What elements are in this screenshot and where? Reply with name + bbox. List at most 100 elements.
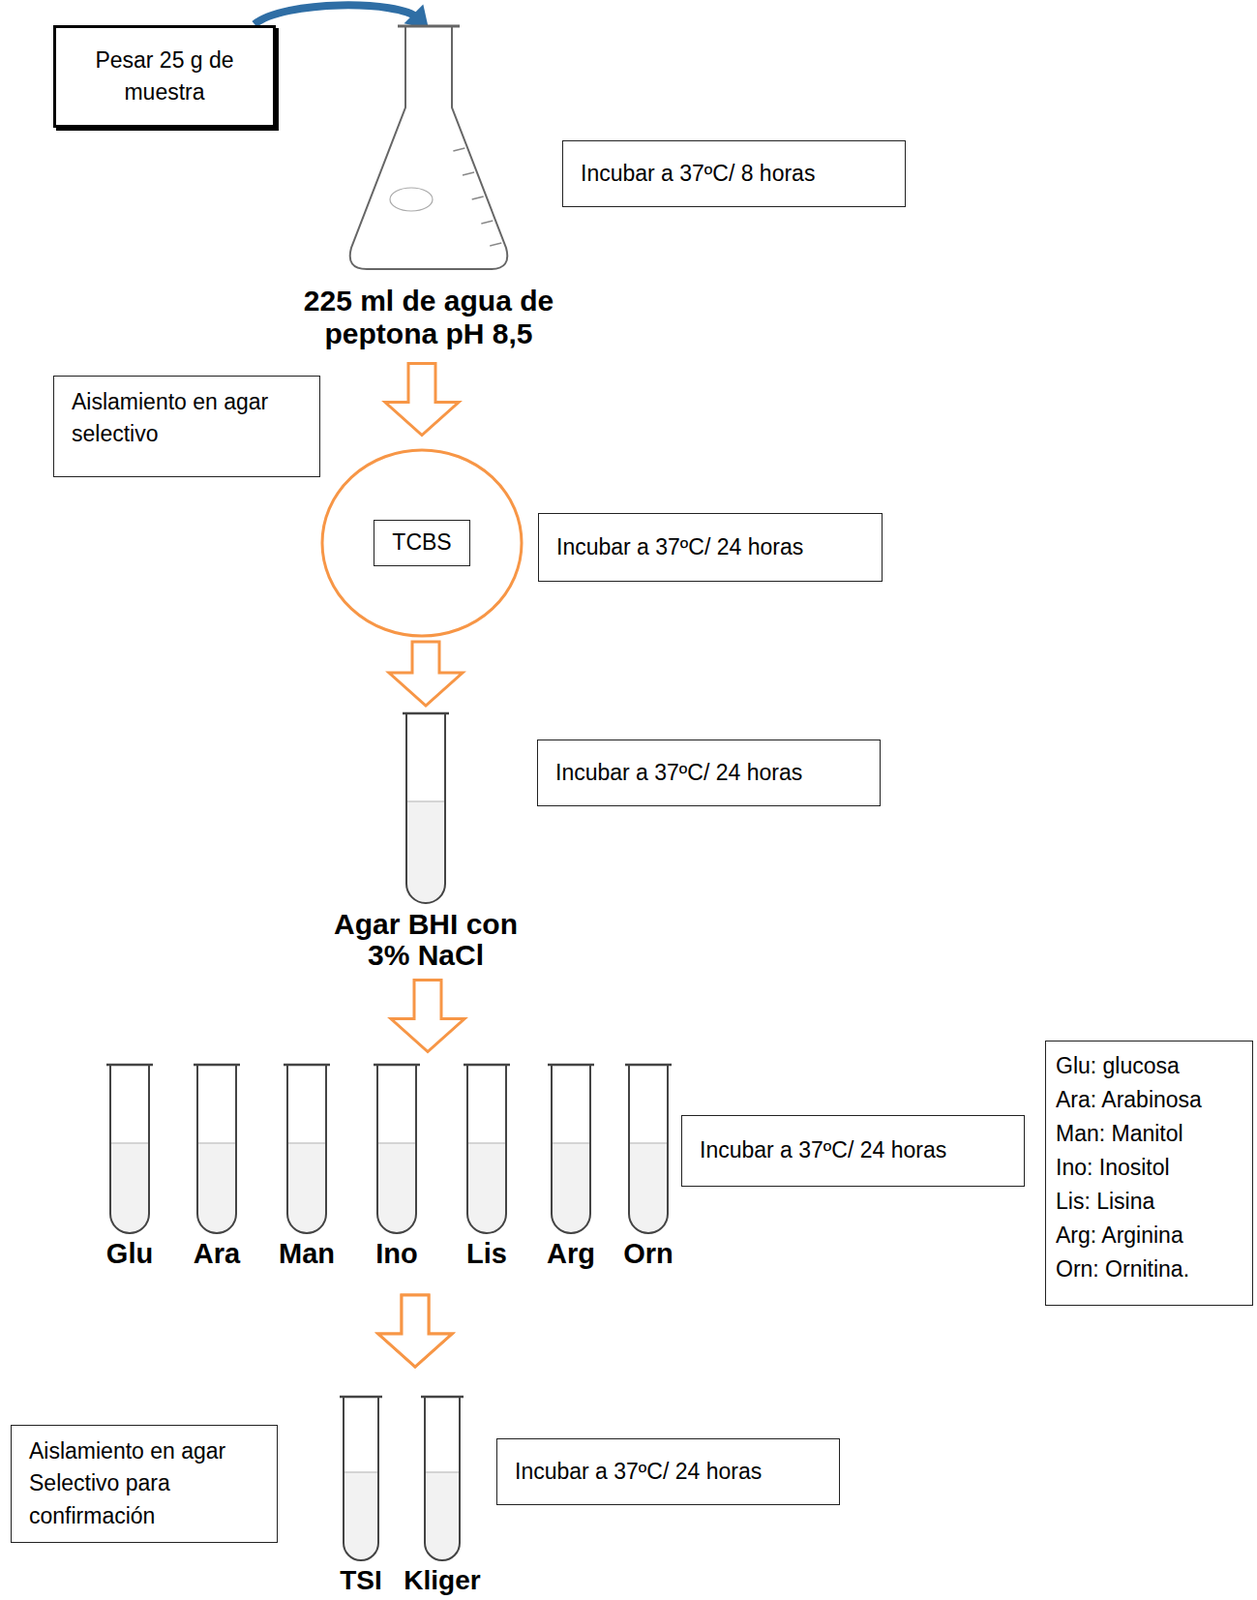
test-tube bbox=[282, 1060, 331, 1235]
test-tube bbox=[419, 1392, 465, 1562]
medium-name: TCBS bbox=[373, 519, 470, 567]
tube-outline bbox=[343, 1397, 379, 1560]
tube-label: Agar BHI con 3% NaCl bbox=[314, 908, 538, 971]
connector bbox=[378, 1294, 452, 1367]
medium-level bbox=[424, 1470, 460, 1473]
step-label: Pesar 25 g de muestra bbox=[91, 44, 238, 110]
tube-outline bbox=[551, 1065, 591, 1233]
medium-label: 225 ml de agua de peptona pH 8,5 bbox=[273, 284, 584, 351]
tube-label: Ino bbox=[358, 1238, 436, 1269]
step-box: Aislamiento en agar selectivo bbox=[53, 375, 321, 478]
tube-medium bbox=[287, 1142, 327, 1233]
flask-outline bbox=[350, 27, 509, 270]
tube-rim bbox=[339, 1395, 383, 1399]
graduation-mark bbox=[489, 242, 502, 246]
tube-outline bbox=[377, 1065, 417, 1233]
connector bbox=[378, 1294, 452, 1367]
key-entry: Ino: Inositol bbox=[1055, 1150, 1243, 1185]
tube-medium bbox=[377, 1142, 417, 1233]
medium-level bbox=[377, 1141, 417, 1144]
incubation-box: Incubar a 37ºC/ 24 horas bbox=[681, 1114, 1025, 1187]
block-arrow bbox=[378, 1294, 452, 1367]
tube-outline bbox=[197, 1065, 237, 1233]
erlenmeyer-flask bbox=[341, 15, 516, 277]
incubation-note: Incubar a 37ºC/ 24 horas bbox=[699, 1136, 947, 1166]
tube-node: Agar BHI con 3% NaCl bbox=[309, 709, 542, 971]
test-tube bbox=[338, 1392, 384, 1562]
tube-node: Orn bbox=[609, 1060, 688, 1269]
step-label: Aislamiento en agar Selectivo para confi… bbox=[29, 1435, 260, 1532]
tube-node: Lis bbox=[448, 1060, 526, 1269]
incubation-note: Incubar a 37ºC/ 8 horas bbox=[580, 159, 815, 189]
incubation-box: Incubar a 37ºC/ 24 horas bbox=[537, 739, 881, 807]
test-tube bbox=[624, 1060, 673, 1235]
incubation-note: Incubar a 37ºC/ 24 horas bbox=[556, 533, 804, 563]
incubation-box: Incubar a 37ºC/ 24 horas bbox=[496, 1437, 840, 1505]
incubation-box: Incubar a 37ºC/ 8 horas bbox=[562, 140, 906, 208]
connector bbox=[389, 641, 463, 706]
tube-label: Glu bbox=[90, 1238, 169, 1269]
abbreviation-key: Glu: glucosaAra: ArabinosaMan: ManitolIn… bbox=[1045, 1040, 1254, 1306]
tube-outline bbox=[628, 1065, 668, 1233]
tube-label: Man bbox=[268, 1238, 346, 1269]
flask-label-area bbox=[389, 187, 433, 211]
tube-medium bbox=[110, 1142, 150, 1233]
tube-rim bbox=[420, 1395, 464, 1399]
step-box: Pesar 25 g de muestra bbox=[53, 25, 276, 128]
tube-medium bbox=[197, 1142, 237, 1233]
medium-level bbox=[628, 1141, 668, 1144]
graduation-mark bbox=[480, 220, 493, 224]
medium-level bbox=[343, 1470, 379, 1473]
flask-rim bbox=[397, 25, 460, 29]
test-tube bbox=[546, 1060, 596, 1235]
tube-medium bbox=[406, 801, 446, 903]
graduation-mark bbox=[452, 148, 465, 151]
key-entry: Man: Manitol bbox=[1055, 1116, 1243, 1151]
test-tube bbox=[192, 1060, 241, 1235]
tube-rim bbox=[463, 1063, 510, 1067]
connector bbox=[390, 980, 465, 1052]
tube-node: Ino bbox=[358, 1060, 436, 1269]
step-box: Aislamiento en agar Selectivo para confi… bbox=[10, 1424, 278, 1543]
tube-node: Ara bbox=[178, 1060, 256, 1269]
tube-medium bbox=[424, 1471, 460, 1560]
tube-rim bbox=[547, 1063, 595, 1067]
block-arrow bbox=[385, 363, 459, 436]
test-tube bbox=[462, 1060, 511, 1235]
tube-outline bbox=[110, 1065, 150, 1233]
step-label: Aislamiento en agar selectivo bbox=[71, 386, 302, 451]
medium-level bbox=[110, 1141, 150, 1144]
tube-medium bbox=[628, 1142, 668, 1233]
test-tube bbox=[401, 709, 450, 905]
incubation-note: Incubar a 37ºC/ 24 horas bbox=[514, 1457, 762, 1487]
tube-node: Kliger bbox=[398, 1392, 486, 1595]
key-entry: Lis: Lisina bbox=[1055, 1184, 1243, 1219]
test-tube bbox=[105, 1060, 154, 1235]
tube-node: TSI bbox=[327, 1392, 395, 1595]
tube-medium bbox=[343, 1471, 379, 1560]
tube-rim bbox=[193, 1063, 240, 1067]
tube-label: TSI bbox=[327, 1565, 395, 1595]
tube-rim bbox=[402, 712, 449, 716]
test-tube bbox=[372, 1060, 421, 1235]
tube-outline bbox=[406, 714, 446, 903]
tube-outline bbox=[467, 1065, 507, 1233]
medium-level bbox=[197, 1141, 237, 1144]
block-arrow bbox=[378, 1294, 452, 1367]
key-entry: Glu: glucosa bbox=[1055, 1048, 1243, 1083]
key-entry: Ara: Arabinosa bbox=[1055, 1082, 1243, 1117]
flask-node: 225 ml de agua de peptona pH 8,5 bbox=[273, 15, 584, 351]
tube-rim bbox=[373, 1063, 420, 1067]
tube-label: Lis bbox=[448, 1238, 526, 1269]
incubation-note: Incubar a 37ºC/ 24 horas bbox=[555, 758, 803, 788]
tube-outline bbox=[287, 1065, 327, 1233]
curved-arrow bbox=[254, 4, 419, 25]
tube-rim bbox=[283, 1063, 330, 1067]
tube-label: Ara bbox=[178, 1238, 256, 1269]
tube-label: Orn bbox=[609, 1238, 688, 1269]
agar-plate: TCBS bbox=[320, 448, 524, 638]
key-entry: Arg: Arginina bbox=[1055, 1218, 1243, 1253]
tube-rim bbox=[625, 1063, 672, 1067]
tube-outline bbox=[424, 1397, 460, 1560]
